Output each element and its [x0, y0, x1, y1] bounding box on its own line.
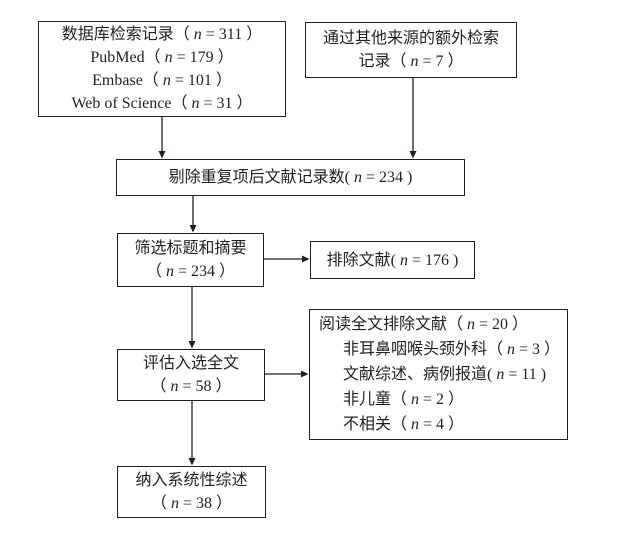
box-text-line: （ n = 58 ）: [150, 378, 232, 395]
box-text-line: Web of Science（ n = 31 ）: [71, 95, 253, 112]
box-excluded-records: 排除文献( n = 176 ): [310, 241, 475, 279]
box-fulltext-assessed: 评估入选全文 （ n = 58 ）: [117, 349, 265, 401]
box-text-line: 阅读全文排除文献（ n = 20 ）: [319, 316, 529, 333]
box-fulltext-excluded: 阅读全文排除文献（ n = 20 ） 非耳鼻咽喉头颈外科（ n = 3 ） 文献…: [309, 309, 568, 440]
box-text-line: 非耳鼻咽喉头颈外科（ n = 3 ）: [343, 341, 561, 358]
box-text-line: PubMed（ n = 179 ）: [90, 49, 234, 66]
box-text-line: 筛选标题和摘要: [134, 240, 247, 257]
box-title-abstract-screening: 筛选标题和摘要 （ n = 234 ）: [117, 233, 264, 287]
box-text-line: 剔除重复项后文献记录数( n = 234 ): [168, 169, 413, 186]
box-text-line: 排除文献( n = 176 ): [326, 251, 459, 269]
box-text-line: 评估入选全文: [142, 355, 239, 372]
box-text-line: Embase（ n = 101 ）: [92, 72, 232, 89]
box-text-line: 通过其他来源的额外检索: [322, 30, 499, 47]
box-text-line: （ n = 234 ）: [145, 263, 236, 280]
box-text-line: 文献综述、病例报道( n = 11 ): [343, 366, 547, 383]
box-text-line: 非儿童（ n = 2 ）: [343, 391, 465, 408]
box-text-line: （ n = 38 ）: [150, 495, 233, 512]
box-other-sources-records: 通过其他来源的额外检索 记录（ n = 7 ）: [305, 22, 517, 78]
box-text-line: 记录（ n = 7 ）: [358, 53, 464, 70]
box-text-line: 数据库检索记录（ n = 311 ）: [61, 26, 263, 43]
box-text-line: 不相关（ n = 4 ）: [343, 416, 465, 433]
box-text-line: 纳入系统性综述: [135, 472, 248, 489]
box-included-review: 纳入系统性综述 （ n = 38 ）: [117, 466, 266, 518]
box-database-records: 数据库检索记录（ n = 311 ） PubMed（ n = 179 ） Emb…: [38, 21, 286, 117]
box-deduplicated-records: 剔除重复项后文献记录数( n = 234 ): [116, 159, 465, 196]
